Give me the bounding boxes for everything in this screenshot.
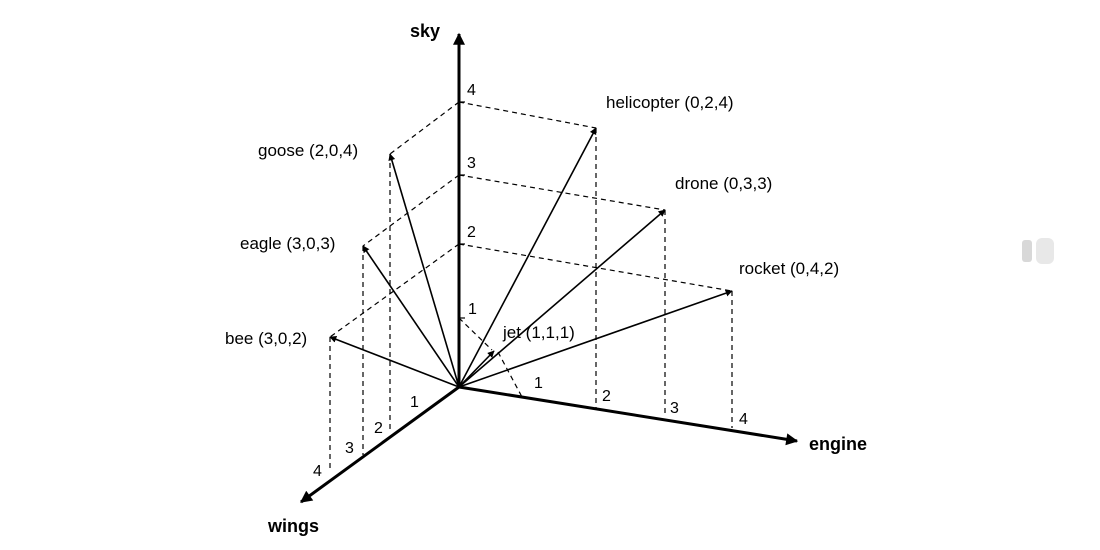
engine-axis-label: engine: [809, 434, 867, 454]
wings-tick-label-2: 2: [374, 420, 383, 437]
label-goose: goose (2,0,4): [258, 141, 358, 160]
dash-jet-sky: [458, 317, 493, 351]
label-jet: jet (1,1,1): [502, 323, 575, 342]
dash-sky4-helicopter: [458, 101, 597, 129]
vector-rocket: [458, 289, 733, 388]
label-helicopter: helicopter (0,2,4): [606, 93, 734, 112]
sky-tick-label-4: 4: [467, 82, 476, 99]
tick-marks: [459, 101, 465, 319]
sky-tick-label-1: 1: [468, 301, 477, 318]
label-bee: bee (3,0,2): [225, 329, 307, 348]
engine-tick-label-3: 3: [670, 400, 679, 417]
sky-tick-label-3: 3: [467, 155, 476, 172]
engine-tick-label-1: 1: [534, 375, 543, 392]
dash-sky3-drone: [458, 174, 666, 211]
engine-tick-label-2: 2: [602, 388, 611, 405]
vector-goose: [388, 153, 460, 388]
vector-drone: [458, 209, 666, 388]
vectors: [329, 127, 733, 388]
vector-jet: [458, 350, 495, 388]
dash-jet-engine: [497, 351, 523, 398]
engine-axis: [458, 385, 799, 446]
label-drone: drone (0,3,3): [675, 174, 772, 193]
engine-tick-label-4: 4: [739, 411, 748, 428]
vector-helicopter: [458, 127, 597, 388]
wings-axis: [300, 385, 460, 504]
wings-tick-label-4: 4: [313, 463, 322, 480]
label-eagle: eagle (3,0,3): [240, 234, 335, 253]
vector-eagle: [362, 245, 460, 388]
blurred-mark: [1022, 238, 1054, 264]
sky-axis-label: sky: [410, 21, 440, 41]
wings-tick-label-3: 3: [345, 440, 354, 457]
projection-lines: [329, 101, 733, 472]
sky-tick-label-2: 2: [467, 224, 476, 241]
dash-sky4-goose: [389, 101, 460, 155]
wings-axis-label: wings: [267, 516, 319, 536]
label-rocket: rocket (0,4,2): [739, 259, 839, 278]
wings-tick-label-1: 1: [410, 394, 419, 411]
axes: [300, 32, 799, 504]
vector-bee: [329, 336, 460, 388]
dash-sky3-eagle: [362, 174, 460, 247]
